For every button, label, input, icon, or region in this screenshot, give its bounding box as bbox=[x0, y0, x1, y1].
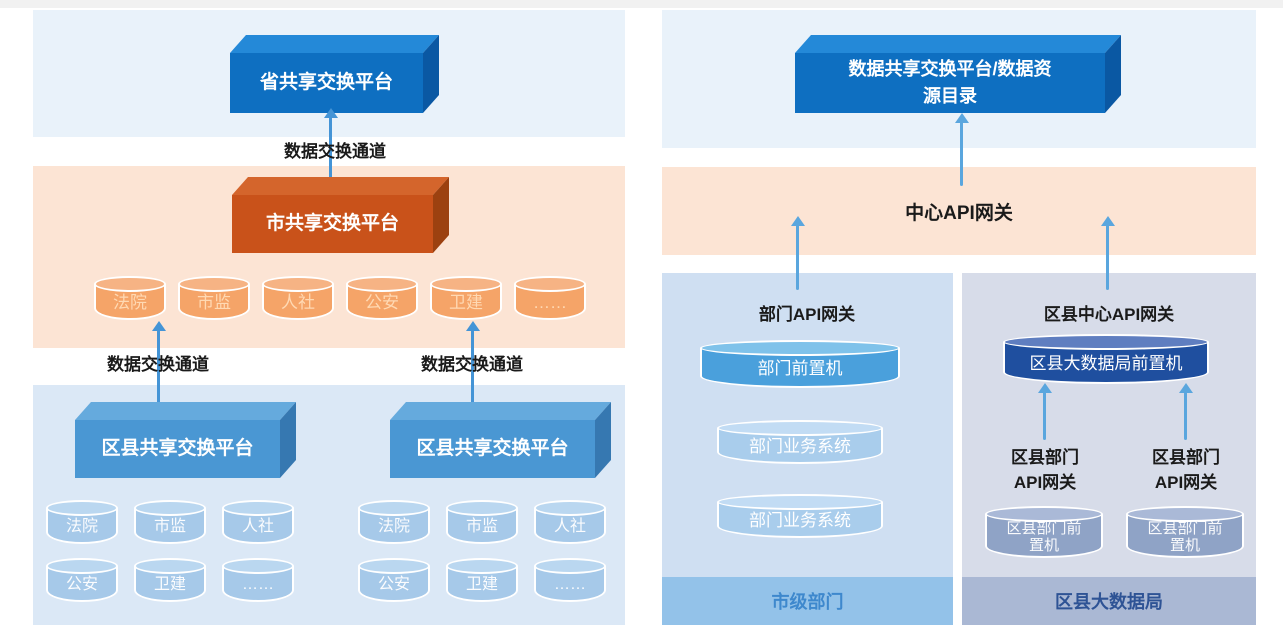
department-label: …… bbox=[242, 575, 274, 593]
top-strip bbox=[0, 0, 1283, 8]
city-footer-label: 市级部门 bbox=[771, 592, 844, 612]
district-bureau-panel bbox=[962, 273, 1256, 625]
department-cylinder: 人社 bbox=[222, 500, 294, 544]
bureau-front-machine-cylinder: 区县大数据局前置机 bbox=[1003, 334, 1209, 384]
box-top-face bbox=[232, 177, 449, 195]
city-platform-box: 市共享交换平台 bbox=[232, 176, 449, 253]
box-top-face bbox=[75, 402, 296, 420]
district-gateway-label: 区县部门API网关 bbox=[1152, 448, 1220, 492]
front-machine-label: 部门前置机 bbox=[757, 359, 843, 379]
district-gateway-label: 区县部门API网关 bbox=[1011, 448, 1079, 492]
department-label: 公安 bbox=[365, 293, 399, 313]
department-cylinder: 公安 bbox=[346, 276, 418, 320]
district-front-machine-label: 区县部门前置机 bbox=[1147, 519, 1223, 554]
department-cylinder: …… bbox=[534, 558, 606, 602]
box-top-face bbox=[795, 35, 1121, 53]
department-cylinder: 法院 bbox=[46, 500, 118, 544]
bureau-front-machine-label: 区县大数据局前置机 bbox=[1029, 354, 1183, 374]
department-label: 公安 bbox=[65, 575, 98, 593]
data-platform-box: 数据共享交换平台/数据资源目录 bbox=[795, 34, 1121, 113]
district-platform-label: 区县共享交换平台 bbox=[416, 438, 569, 460]
department-label: 公安 bbox=[377, 575, 410, 593]
city-platform-label: 市共享交换平台 bbox=[265, 213, 399, 235]
box-front-face: 市共享交换平台 bbox=[232, 195, 433, 253]
central-api-gateway-label: 中心API网关 bbox=[905, 202, 1013, 224]
department-label: 法院 bbox=[65, 517, 98, 535]
district-front-machine-cylinder: 区县部门前置机 bbox=[1126, 506, 1244, 558]
department-cylinder: 市监 bbox=[134, 500, 206, 544]
channel-label-right: 数据交换通道 bbox=[421, 355, 523, 374]
department-cylinder: 市监 bbox=[446, 500, 518, 544]
department-front-machine-cylinder: 部门前置机 bbox=[700, 340, 900, 388]
box-top-face bbox=[230, 35, 439, 53]
department-cylinder: 卫建 bbox=[134, 558, 206, 602]
up-arrow-district-column bbox=[1100, 216, 1115, 290]
business-system-label: 部门业务系统 bbox=[749, 511, 851, 531]
district1-departments-row1: 法院 市监 人社 bbox=[46, 500, 294, 544]
department-label: 法院 bbox=[377, 517, 410, 535]
box-top-face bbox=[390, 402, 611, 420]
up-arrow-central-to-platform bbox=[954, 113, 969, 186]
district-footer-label: 区县大数据局 bbox=[1055, 592, 1163, 612]
department-cylinder: 卫建 bbox=[446, 558, 518, 602]
department-cylinder: 人社 bbox=[534, 500, 606, 544]
district-column-title: 区县中心API网关 bbox=[1043, 305, 1175, 324]
district1-departments-row2: 公安 卫建 …… bbox=[46, 558, 294, 602]
department-cylinder: …… bbox=[514, 276, 586, 320]
district2-departments-row1: 法院 市监 人社 bbox=[358, 500, 606, 544]
department-cylinder: 法院 bbox=[358, 500, 430, 544]
department-label: …… bbox=[533, 293, 567, 313]
department-label: 人社 bbox=[281, 293, 315, 313]
box-front-face: 区县共享交换平台 bbox=[75, 420, 280, 478]
department-cylinder: …… bbox=[222, 558, 294, 602]
department-label: 卫建 bbox=[465, 575, 498, 593]
department-label: 市监 bbox=[153, 517, 186, 535]
business-system-cylinder: 部门业务系统 bbox=[717, 420, 883, 464]
province-platform-label: 省共享交换平台 bbox=[259, 72, 393, 94]
district-front-machine-cylinder: 区县部门前置机 bbox=[985, 506, 1103, 558]
central-gateway-band bbox=[662, 167, 1256, 255]
up-arrow-gateway-left bbox=[1037, 383, 1052, 440]
department-label: 法院 bbox=[113, 293, 147, 313]
department-label: 市监 bbox=[465, 517, 498, 535]
department-cylinder: 公安 bbox=[358, 558, 430, 602]
channel-label-left: 数据交换通道 bbox=[107, 355, 209, 374]
department-label: …… bbox=[554, 575, 586, 593]
department-label: 人社 bbox=[553, 517, 586, 535]
channel-label-top: 数据交换通道 bbox=[284, 142, 386, 161]
district-platform-box: 区县共享交换平台 bbox=[75, 401, 296, 478]
up-arrow-city-column bbox=[790, 216, 805, 290]
city-departments-row: 法院 市监 人社 公安 卫建 …… bbox=[94, 276, 586, 320]
box-front-face: 省共享交换平台 bbox=[230, 53, 423, 113]
box-front-face: 区县共享交换平台 bbox=[390, 420, 595, 478]
box-front-face: 数据共享交换平台/数据资源目录 bbox=[795, 53, 1105, 113]
department-cylinder: 法院 bbox=[94, 276, 166, 320]
department-cylinder: 卫建 bbox=[430, 276, 502, 320]
department-cylinder: 公安 bbox=[46, 558, 118, 602]
department-label: 卫建 bbox=[153, 575, 186, 593]
city-column-title: 部门API网关 bbox=[758, 305, 856, 324]
district-platform-label: 区县共享交换平台 bbox=[101, 438, 254, 460]
department-label: 人社 bbox=[241, 517, 274, 535]
city-departments-footer: 市级部门 bbox=[662, 577, 953, 625]
district-bureau-footer: 区县大数据局 bbox=[962, 577, 1256, 625]
district2-departments-row2: 公安 卫建 …… bbox=[358, 558, 606, 602]
department-label: 市监 bbox=[197, 293, 231, 313]
business-system-cylinder: 部门业务系统 bbox=[717, 494, 883, 538]
district-platform-box: 区县共享交换平台 bbox=[390, 401, 611, 478]
district-front-machine-label: 区县部门前置机 bbox=[1006, 519, 1082, 554]
department-cylinder: 市监 bbox=[178, 276, 250, 320]
business-system-label: 部门业务系统 bbox=[749, 437, 851, 457]
department-label: 卫建 bbox=[449, 293, 483, 313]
data-platform-label: 数据共享交换平台/数据资源目录 bbox=[848, 59, 1052, 106]
province-platform-box: 省共享交换平台 bbox=[230, 34, 439, 113]
up-arrow-gateway-right bbox=[1178, 383, 1193, 440]
department-cylinder: 人社 bbox=[262, 276, 334, 320]
